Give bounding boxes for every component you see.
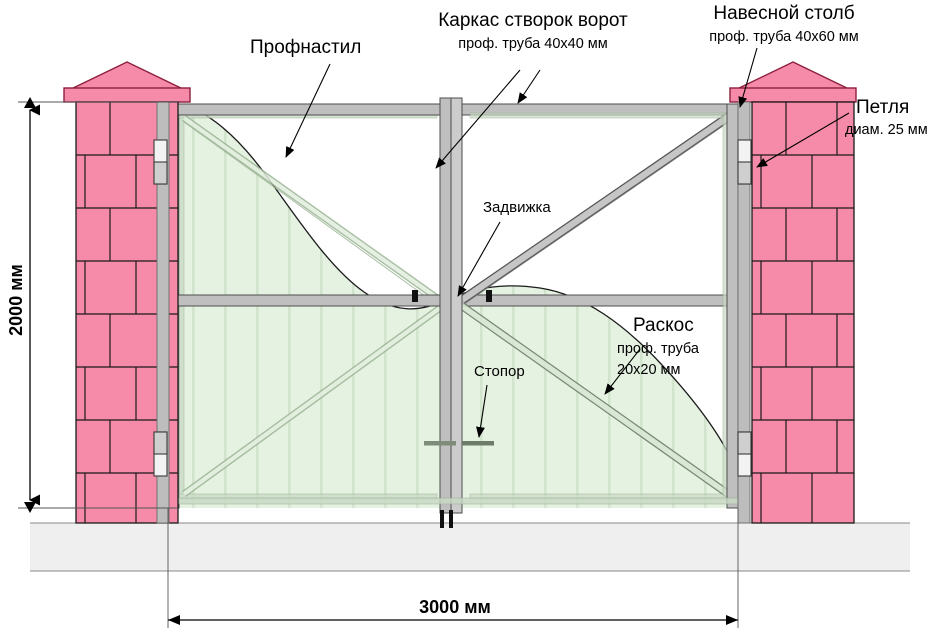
label-brace-title: Раскос xyxy=(633,315,694,336)
dimension-height xyxy=(18,97,178,513)
label-profnastil-title: Профнастил xyxy=(250,37,361,58)
brace-right-upper xyxy=(459,111,734,305)
label-brace: Раскос проф. труба 20х20 мм xyxy=(617,315,700,378)
label-post-title: Навесной столб xyxy=(713,3,854,24)
label-latch-title: Задвижка xyxy=(483,199,551,216)
dimension-width xyxy=(167,508,739,628)
pillar-right xyxy=(729,61,857,524)
hinge-right-lower xyxy=(737,431,752,477)
label-frame-title: Каркас створок ворот xyxy=(438,10,628,31)
label-stopper-title: Стопор xyxy=(474,363,525,380)
label-hinge-subtitle: диам. 25 мм xyxy=(845,122,928,138)
label-dimension-width: 3000 мм xyxy=(419,597,491,617)
label-stopper: Стопор xyxy=(474,363,525,380)
label-frame-subtitle: проф. труба 40х40 мм xyxy=(458,36,607,52)
label-frame: Каркас створок ворот проф. труба 40х40 м… xyxy=(438,10,628,52)
dimension-height-value: 2000 мм xyxy=(6,264,26,336)
hinge-left-upper xyxy=(153,139,168,185)
label-post: Навесной столб проф. труба 40х60 мм xyxy=(709,3,858,45)
label-hinge: Петля диам. 25 мм xyxy=(845,97,928,138)
label-hinge-title: Петля xyxy=(856,97,909,118)
label-brace-subtitle-2: 20х20 мм xyxy=(617,362,680,378)
latch-hardware xyxy=(412,290,492,302)
label-brace-subtitle-1: проф. труба xyxy=(617,341,700,357)
hinge-left-lower xyxy=(153,431,168,477)
brace-right-lower xyxy=(459,302,734,500)
label-post-subtitle: проф. труба 40х60 мм xyxy=(709,29,858,45)
ground-pins xyxy=(440,510,453,528)
ground xyxy=(30,522,910,572)
leader-lines xyxy=(285,47,850,438)
stopper-hardware xyxy=(424,441,494,446)
dimension-width-value: 3000 мм xyxy=(419,597,491,617)
hinge-right-upper xyxy=(737,139,752,185)
center-mullion xyxy=(439,97,463,514)
label-latch: Задвижка xyxy=(483,199,551,216)
label-profnastil: Профнастил xyxy=(250,37,361,58)
label-dimension-height: 2000 мм xyxy=(6,264,26,336)
pillar-left xyxy=(63,61,191,524)
